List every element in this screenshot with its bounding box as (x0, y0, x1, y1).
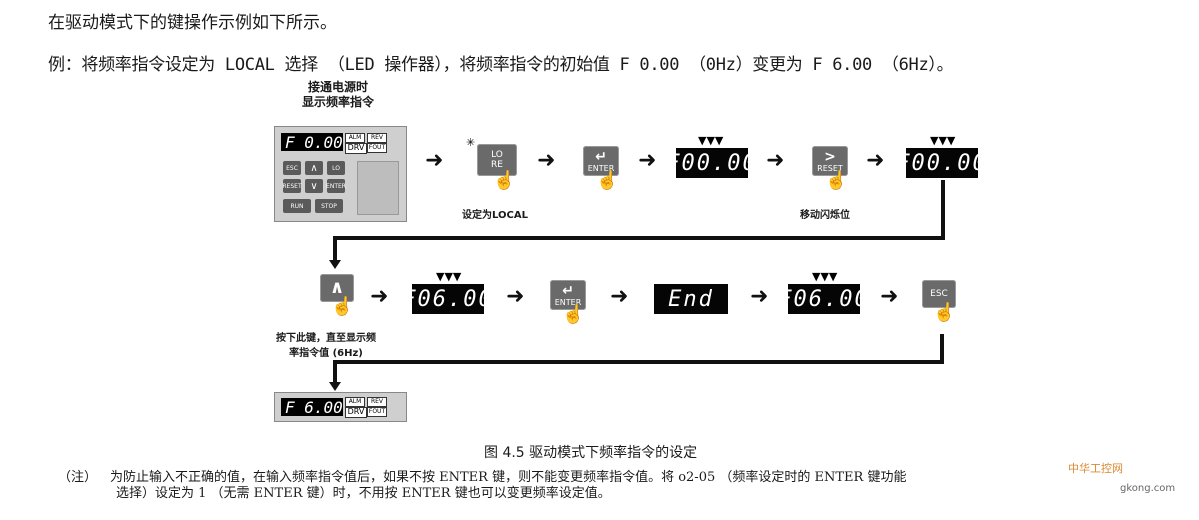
label-press-line2: 率指令值 (6Hz) (289, 348, 363, 359)
blink-marks-lore: ✳ (466, 136, 476, 149)
intro-text: 在驱动模式下的键操作示例如下所示。 (48, 13, 337, 33)
enter-arrow-icon: ↵ (562, 282, 574, 299)
panel-stop-key[interactable]: STOP (315, 199, 343, 213)
led-display-end: End (654, 284, 728, 314)
panel-run-key[interactable]: RUN (283, 199, 311, 213)
connector-arrowhead (329, 382, 341, 391)
enter-key-2[interactable]: ↵ ENTER (550, 280, 586, 310)
hand-pointer-icon: ☝ (825, 170, 848, 191)
flow-arrow-5: ➜ (866, 148, 885, 173)
flow-arrow-8: ➜ (610, 284, 629, 309)
hand-pointer-icon: ☝ (933, 302, 956, 323)
led-display-f0000-a: F00.00 (666, 148, 756, 178)
flow-arrow-3: ➜ (638, 148, 657, 173)
connector-line (333, 236, 945, 240)
flow-arrow-9: ➜ (750, 284, 769, 309)
re-label: RE (491, 160, 503, 170)
panel-up-key[interactable]: ∧ (305, 161, 323, 175)
lo-label: LO (491, 150, 503, 160)
alm-indicator: ALM (345, 133, 365, 143)
label-press-until: 按下此键，直至显示频 率指令值 (6Hz) (276, 329, 376, 359)
esc-key[interactable]: ESC (922, 280, 956, 308)
label-move-blink: 移动闪烁位 (800, 210, 850, 221)
label-press-line1: 按下此键，直至显示频 (276, 333, 376, 344)
watermark-logo: 中华工控网 (1068, 462, 1123, 475)
enter-label: ENTER (587, 163, 615, 173)
connector-line (940, 334, 944, 364)
up-key[interactable]: ∧ (320, 274, 354, 302)
flow-arrow-1: ➜ (425, 148, 444, 173)
connector-line (333, 360, 337, 384)
flow-arrow-2: ➜ (537, 148, 556, 173)
esc-label: ESC (930, 289, 948, 299)
enter-key-1[interactable]: ↵ ENTER (583, 146, 619, 176)
blink-marks-4: ▼▼▼ (812, 270, 838, 283)
hand-pointer-icon: ☝ (596, 170, 619, 191)
reset-key[interactable]: > RESET (812, 146, 848, 176)
led-display-f0600-b: F06.00 (778, 284, 868, 314)
panel-enter-key[interactable]: ENTER (326, 179, 346, 193)
connector-line (333, 360, 944, 364)
flow-arrow-7: ➜ (506, 284, 525, 309)
led-display-f0600-a: F06.00 (402, 284, 492, 314)
label-set-local: 设定为LOCAL (462, 210, 528, 221)
flow-arrow-6: ➜ (370, 284, 389, 309)
example-text: 例：将频率指令设定为 LOCAL 选择 （LED 操作器），将频率指令的初始值 … (48, 55, 954, 75)
hand-pointer-icon: ☝ (493, 170, 516, 191)
connector-line (941, 180, 945, 240)
fout-indicator: FOUT (367, 143, 387, 153)
figure-caption: 图 4.5 驱动模式下频率指令的设定 (484, 445, 698, 461)
operator-panel-initial: F 0.00 ALM REV DRV FOUT ESC ∧ LO RESET ∨… (274, 126, 407, 222)
lo-re-key[interactable]: LO RE (477, 144, 517, 176)
rev-indicator: REV (367, 397, 387, 407)
drv-indicator: DRV (345, 143, 367, 154)
blink-marks-3: ▼▼▼ (436, 270, 462, 283)
panel-connector-icon (357, 161, 399, 215)
fout-indicator: FOUT (367, 407, 387, 417)
panel-lo-re-key[interactable]: LO (327, 161, 345, 175)
note-line2: 选择）设定为 1 （无需 ENTER 键）时，不用按 ENTER 键也可以变更频… (116, 486, 611, 501)
right-arrow-icon: > (824, 148, 836, 165)
power-caption: 接通电源时 显示频率指令 (288, 80, 388, 110)
note-tag: （注） (58, 470, 98, 485)
drv-indicator: DRV (345, 407, 367, 418)
enter-label: ENTER (554, 297, 582, 307)
reset-label: RESET (817, 163, 843, 173)
hand-pointer-icon: ☝ (562, 304, 585, 325)
panel-down-key[interactable]: ∨ (305, 179, 323, 193)
watermark-url: gkong.com (1120, 483, 1176, 494)
blink-marks-1: ▼▼▼ (698, 134, 724, 147)
power-caption-line1: 接通电源时 (307, 80, 368, 94)
rev-indicator: REV (367, 133, 387, 143)
connector-line (333, 236, 337, 262)
led-display-f0000-b: F00.00 (896, 148, 986, 178)
panel-led-display: F 0.00 (281, 133, 343, 152)
flow-arrow-10: ➜ (880, 284, 899, 309)
connector-arrowhead (329, 260, 341, 269)
note-block: （注） 为防止输入不正确的值，在输入频率指令值后，如果不按 ENTER 键，则不能… (58, 470, 1178, 502)
hand-pointer-icon: ☝ (331, 296, 354, 317)
note-line1: 为防止输入不正确的值，在输入频率指令值后，如果不按 ENTER 键，则不能变更频… (110, 470, 907, 485)
power-caption-line2: 显示频率指令 (301, 95, 374, 109)
panel-esc-key[interactable]: ESC (283, 161, 301, 175)
enter-arrow-icon: ↵ (595, 148, 607, 165)
operator-panel-final: F 6.00 ALM REV DRV FOUT (274, 392, 407, 422)
flow-arrow-4: ➜ (766, 148, 785, 173)
up-arrow-icon: ∧ (329, 277, 345, 298)
panel-led-final-display: F 6.00 (281, 398, 343, 417)
alm-indicator: ALM (345, 397, 365, 407)
note-first-line: （注） 为防止输入不正确的值，在输入频率指令值后，如果不按 ENTER 键，则不能… (58, 470, 1178, 486)
panel-reset-key[interactable]: RESET (282, 179, 302, 193)
blink-marks-2: ▼▼▼ (930, 134, 956, 147)
